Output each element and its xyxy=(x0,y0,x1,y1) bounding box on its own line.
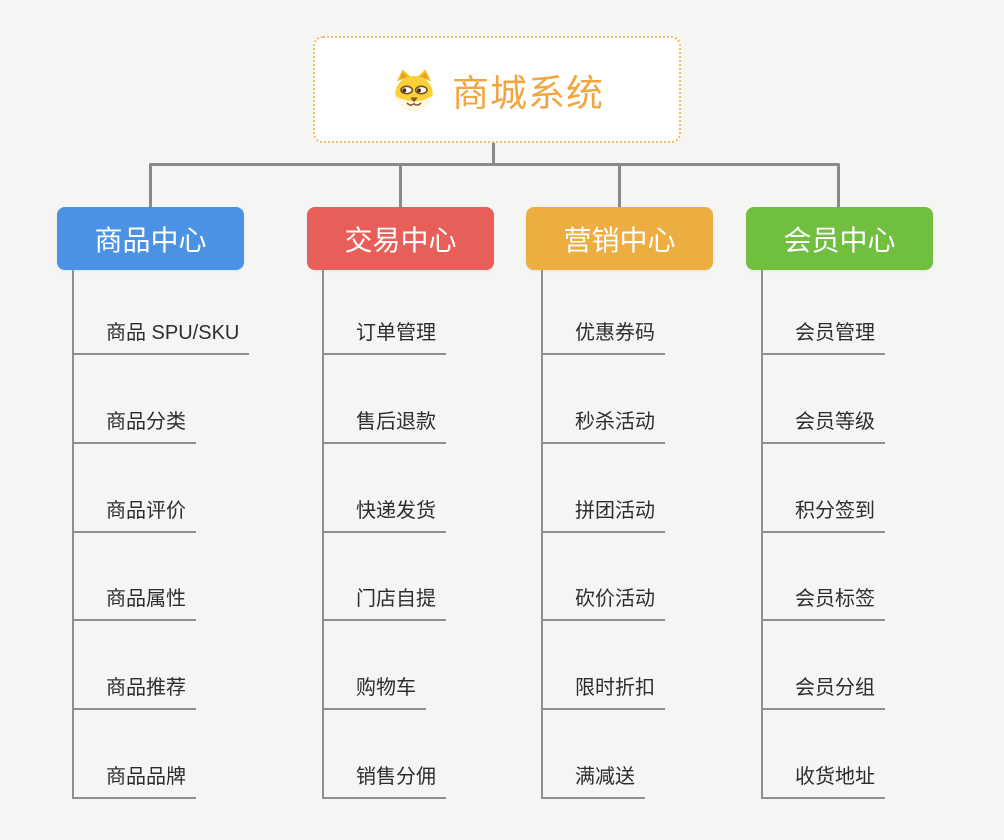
leaf-node[interactable]: 积分签到 xyxy=(761,497,885,533)
branch-trunk-line xyxy=(541,270,543,799)
branch-product-center: 商品中心 商品 SPU/SKU 商品分类商品评价商品属性商品推荐商品品牌 xyxy=(57,207,250,799)
branch-trunk-line xyxy=(761,270,763,799)
leaf-node[interactable]: 商品属性 xyxy=(72,585,196,622)
leaf-node[interactable]: 满减送 xyxy=(541,763,645,799)
branch-drop-line xyxy=(837,164,840,208)
root-drop-line xyxy=(492,139,495,165)
branch-drop-line xyxy=(399,164,402,208)
leaf-node[interactable]: 商品评价 xyxy=(72,497,196,533)
leaf-node[interactable]: 商品推荐 xyxy=(72,674,196,711)
root-node[interactable]: 商城系统 xyxy=(313,36,681,143)
leaf-node[interactable]: 拼团活动 xyxy=(541,497,665,533)
leaf-node[interactable]: 会员标签 xyxy=(761,585,885,622)
branch-header[interactable]: 商品中心 xyxy=(57,207,244,270)
branch-drop-line xyxy=(149,164,152,208)
leaf-node[interactable]: 快递发货 xyxy=(322,497,446,533)
leaf-node[interactable]: 售后退款 xyxy=(322,408,446,444)
leaf-node[interactable]: 会员等级 xyxy=(761,408,885,444)
leaf-node[interactable]: 商品品牌 xyxy=(72,763,196,799)
leaf-node[interactable]: 砍价活动 xyxy=(541,585,665,622)
leaf-node[interactable]: 商品分类 xyxy=(72,408,196,444)
leaf-node[interactable]: 秒杀活动 xyxy=(541,408,665,444)
leaf-node[interactable]: 商品 SPU/SKU xyxy=(72,319,250,355)
branch-trade-center: 交易中心 订单管理售后退款快递发货门店自提购物车销售分佣 xyxy=(307,207,494,799)
branch-header[interactable]: 会员中心 xyxy=(746,207,933,270)
leaf-node[interactable]: 销售分佣 xyxy=(322,763,446,799)
leaf-node[interactable]: 门店自提 xyxy=(322,585,446,622)
leaf-node[interactable]: 限时折扣 xyxy=(541,674,665,711)
leaf-node[interactable]: 会员管理 xyxy=(761,319,885,355)
leaf-node[interactable]: 优惠券码 xyxy=(541,319,665,355)
branch-leaves: 订单管理售后退款快递发货门店自提购物车销售分佣 xyxy=(307,207,567,807)
branch-marketing-center: 营销中心 优惠券码秒杀活动拼团活动砍价活动限时折扣满减送 xyxy=(526,207,713,799)
branch-trunk-line xyxy=(72,270,74,799)
branch-member-center: 会员中心 会员管理会员等级积分签到会员标签会员分组收货地址 xyxy=(746,207,933,799)
branch-drop-line xyxy=(618,164,621,208)
leaf-node[interactable]: 订单管理 xyxy=(322,319,446,355)
leaf-node[interactable]: 购物车 xyxy=(322,674,426,711)
branch-header[interactable]: 营销中心 xyxy=(526,207,713,270)
bus-line xyxy=(149,163,840,166)
dog-icon xyxy=(395,68,433,111)
branch-header[interactable]: 交易中心 xyxy=(307,207,494,270)
branch-leaves: 会员管理会员等级积分签到会员标签会员分组收货地址 xyxy=(746,207,1004,807)
branch-leaves: 优惠券码秒杀活动拼团活动砍价活动限时折扣满减送 xyxy=(526,207,786,807)
leaf-node[interactable]: 收货地址 xyxy=(761,763,885,799)
leaf-node[interactable]: 会员分组 xyxy=(761,674,885,711)
branch-leaves: 商品 SPU/SKU 商品分类商品评价商品属性商品推荐商品品牌 xyxy=(57,207,317,807)
branch-trunk-line xyxy=(322,270,324,799)
root-title: 商城系统 xyxy=(452,72,604,114)
